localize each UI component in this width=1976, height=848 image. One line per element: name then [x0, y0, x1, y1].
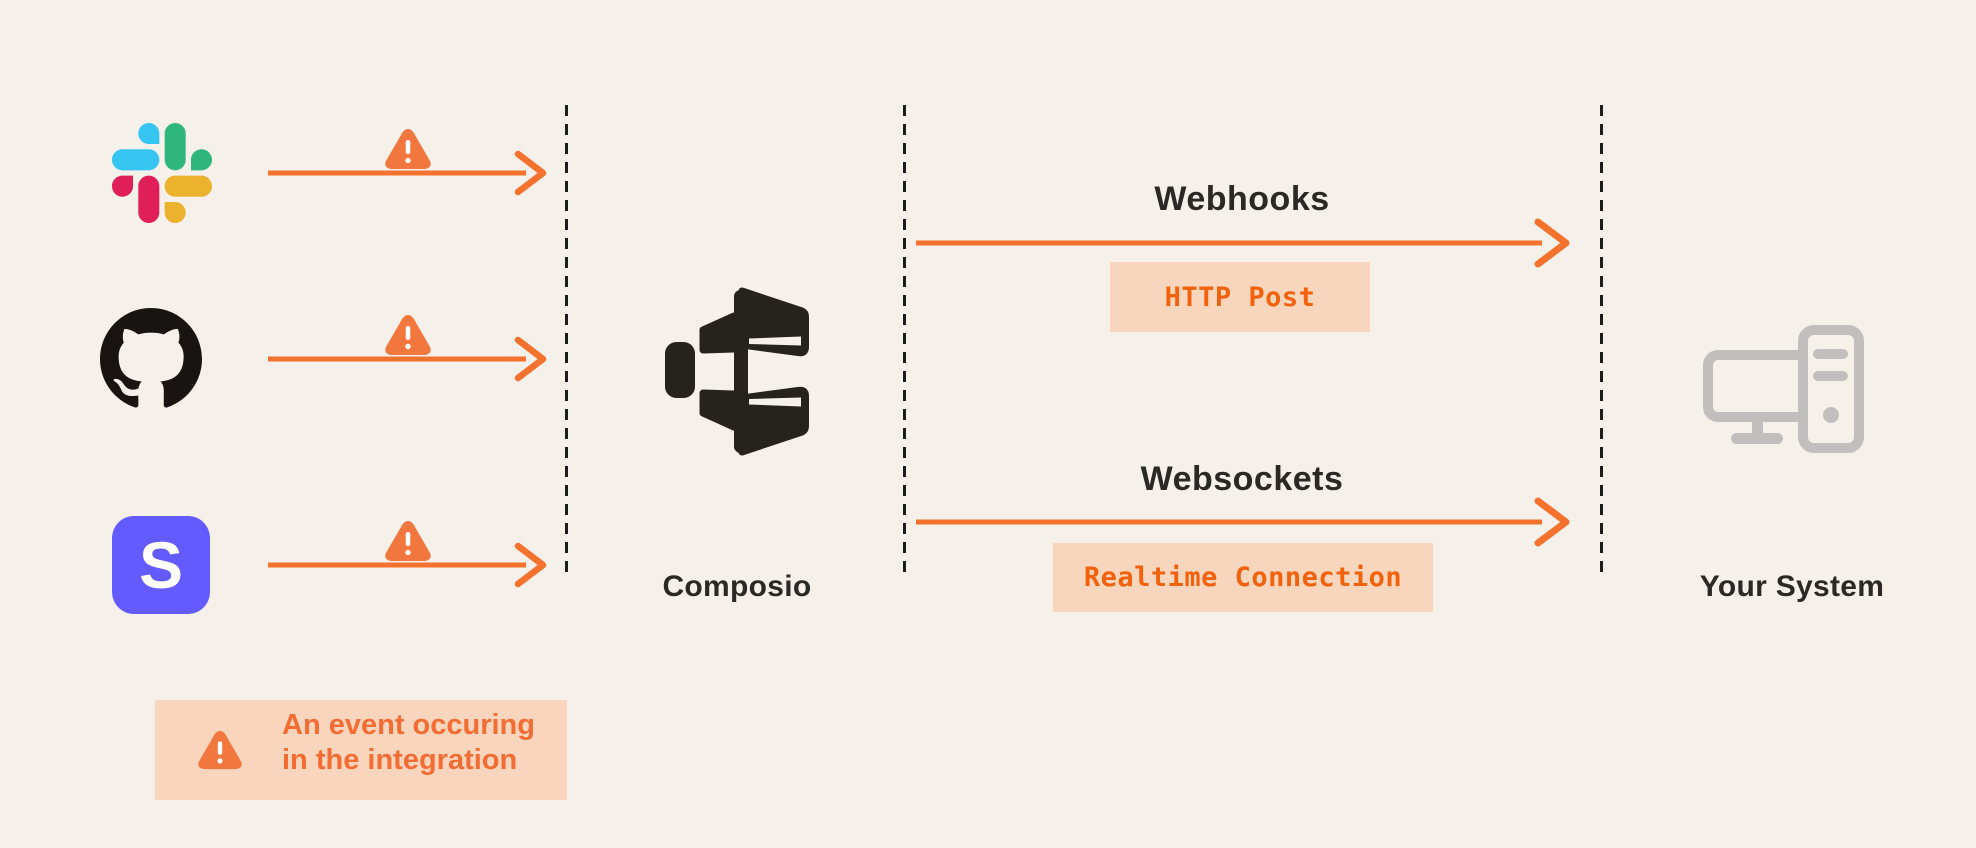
webhooks-tag: HTTP Post: [1110, 262, 1370, 332]
legend-line-1: An event occuring: [282, 709, 535, 741]
github-icon: [100, 308, 202, 410]
warning-triangle-icon: [385, 129, 431, 169]
event-arrow-slack: [268, 150, 547, 196]
separator-channels-destination: [1600, 105, 1603, 577]
separator-hub-channels: [903, 105, 906, 577]
event-arrow-github: [268, 336, 547, 382]
channel-title-websockets: Websockets: [1140, 460, 1344, 498]
legend-text: An event occuring in the integration: [282, 708, 535, 778]
legend-line-2: in the integration: [282, 744, 518, 776]
destination-label: Your System: [1699, 570, 1885, 603]
webhooks-arrow: [916, 218, 1570, 268]
computer-icon: [1700, 322, 1865, 454]
warning-triangle-icon: [385, 315, 431, 355]
websockets-tag-label: Realtime Connection: [1083, 562, 1403, 593]
composio-logo: [660, 280, 820, 465]
stripe-letter: S: [138, 528, 184, 602]
websockets-arrow: [916, 497, 1570, 547]
separator-sources-hub: [565, 105, 568, 577]
channel-title-webhooks: Webhooks: [1154, 180, 1330, 218]
legend-box: An event occuring in the integration: [155, 700, 567, 800]
websockets-tag: Realtime Connection: [1053, 543, 1433, 612]
warning-triangle-icon: [385, 521, 431, 561]
stripe-icon: S: [112, 516, 210, 614]
hub-label: Composio: [662, 570, 812, 603]
slack-icon: [112, 123, 212, 223]
event-arrow-stripe: [268, 542, 547, 588]
webhooks-tag-label: HTTP Post: [1164, 281, 1316, 313]
warning-triangle-icon: [198, 730, 242, 770]
